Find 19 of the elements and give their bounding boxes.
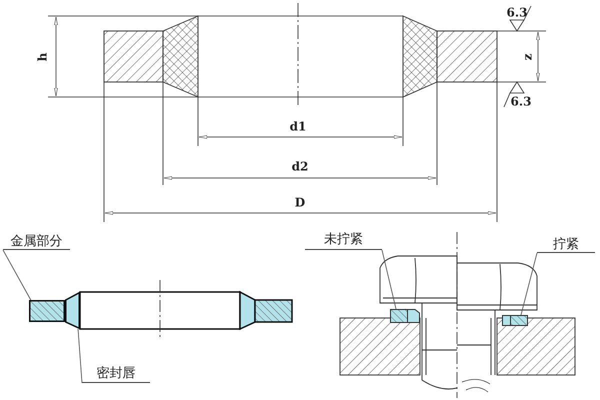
dimension-label: z bbox=[522, 54, 534, 60]
dimension-label: h bbox=[36, 52, 50, 62]
dimension-label: d1 bbox=[290, 120, 306, 134]
leader-line bbox=[2, 250, 32, 300]
callout-label: 金属部分 bbox=[3, 234, 70, 250]
callout-label: 拧紧 bbox=[537, 237, 595, 253]
callout-label: 密封唇 bbox=[82, 366, 150, 383]
washer-part bbox=[502, 315, 528, 326]
callout-label: 未拧紧 bbox=[305, 232, 382, 250]
leader-line bbox=[382, 250, 396, 310]
dimension-label: 6.3 bbox=[506, 6, 528, 20]
dimension-label: d2 bbox=[292, 160, 308, 174]
leader-line bbox=[520, 252, 538, 316]
dimension-label: D bbox=[294, 196, 306, 210]
leader-line bbox=[78, 328, 82, 384]
dimension-label: 6.3 bbox=[510, 96, 532, 108]
washer-part bbox=[390, 309, 420, 323]
metal-ring-part bbox=[29, 300, 65, 322]
sealing-lip-part bbox=[65, 292, 80, 329]
